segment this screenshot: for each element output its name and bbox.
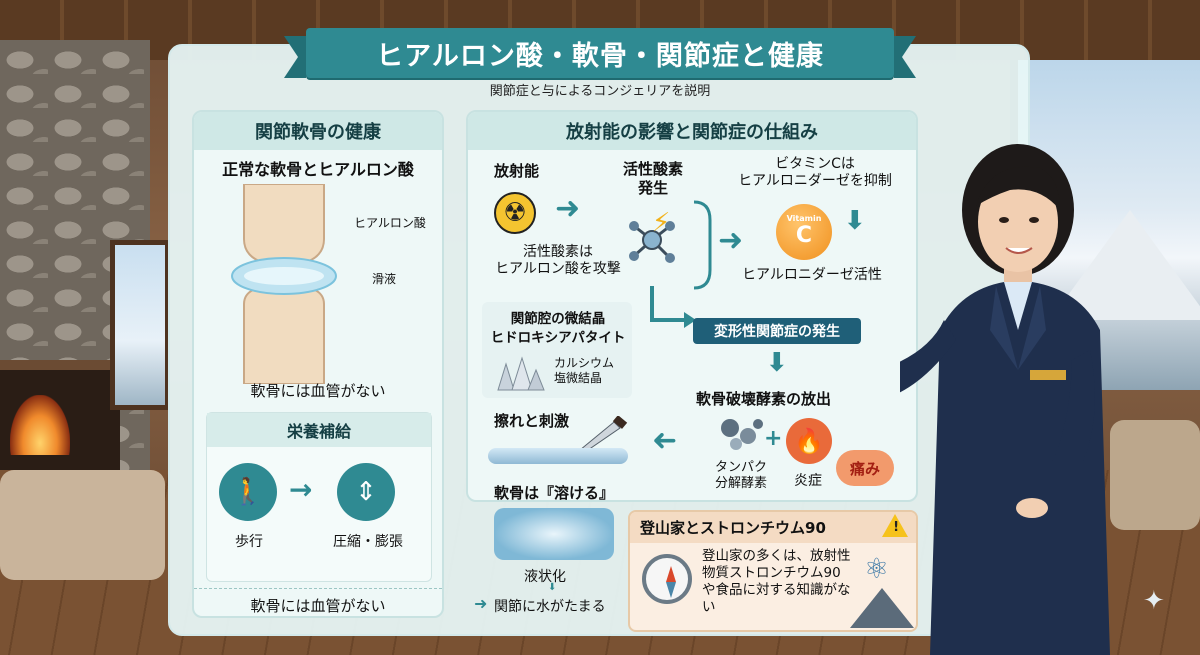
ros-attack-text: 活性酸素は ヒアルロン酸を攻撃 bbox=[495, 244, 621, 277]
compass-needle-north bbox=[666, 566, 676, 582]
fire bbox=[10, 395, 70, 455]
radiation-icon: ☢ bbox=[494, 192, 536, 234]
liquefy-label: 液状化 bbox=[524, 569, 566, 585]
nutrition-title: 栄養補給 bbox=[207, 413, 431, 447]
cartilage-surface bbox=[488, 448, 628, 464]
joint-effusion-label: 関節に水がたまる bbox=[494, 599, 606, 615]
sofa-right bbox=[1110, 420, 1200, 530]
arrow-down-icon: ⬇ bbox=[548, 582, 557, 593]
pain-bubble: 痛み bbox=[836, 450, 894, 486]
arrow-down-icon: ⬇ bbox=[844, 206, 866, 236]
arrow-right-icon: ➜ bbox=[718, 223, 744, 258]
mountaineer-box-header: 登山家とストロンチウム90 ! bbox=[630, 512, 916, 543]
arrow-down-icon: ⬇ bbox=[766, 348, 788, 378]
walking-icon: 🚶 bbox=[219, 463, 277, 521]
page-title: ヒアルロン酸・軟骨・関節症と健康 bbox=[376, 40, 824, 72]
radioactivity-label: 放射能 bbox=[494, 162, 540, 180]
vitamin-c-letter: C bbox=[795, 223, 813, 248]
label-synovial-fluid: 滑液 bbox=[372, 272, 397, 286]
microcrystal-title: 関節腔の微結晶 ヒドロキシアパタイト bbox=[490, 311, 626, 346]
sofa-left bbox=[0, 470, 165, 580]
mountaineer-text: 登山家の多くは、放射性物質ストロンチウム90や食品に対する知識がない bbox=[702, 548, 851, 615]
compress-icon: ⇕ bbox=[337, 463, 395, 521]
compass-icon bbox=[642, 554, 692, 604]
osteoarthritis-onset-label: 変形性関節症の発生 bbox=[714, 324, 840, 340]
atom-icon: ⚛ bbox=[864, 552, 890, 585]
vitamin-c-note: ビタミンCは ヒアルロニダーゼを抑制 bbox=[738, 156, 892, 189]
normal-cartilage-heading: 正常な軟骨とヒアルロン酸 bbox=[222, 160, 414, 179]
arrow-right-icon: → bbox=[289, 473, 313, 506]
vitamin-c-icon: Vitamin C bbox=[776, 204, 832, 260]
osteoarthritis-onset-box: 変形性関節症の発生 bbox=[693, 318, 861, 344]
protease-icon bbox=[721, 419, 763, 450]
warning-icon bbox=[882, 514, 908, 537]
window-left bbox=[110, 240, 170, 410]
title-banner: ヒアルロン酸・軟骨・関節症と健康 bbox=[284, 28, 916, 78]
knee-joint-illustration bbox=[231, 184, 337, 384]
page-subtitle: 関節症と与によるコンジェリアを説明 bbox=[489, 84, 711, 99]
friction-label: 擦れと刺激 bbox=[494, 412, 570, 430]
enzyme-release-label: 軟骨破壊酵素の放出 bbox=[696, 390, 832, 408]
inflammation-label: 炎症 bbox=[794, 473, 822, 489]
nutrition-box: 栄養補給 🚶 → ⇕ 歩行 圧縮・膨張 bbox=[206, 412, 432, 582]
cartilage-panel-title: 関節軟骨の健康 bbox=[194, 112, 442, 150]
liquefied-cartilage bbox=[494, 508, 614, 560]
no-blood-vessel-note-bottom: 軟骨には血管がない bbox=[194, 588, 442, 616]
fire-icon: 🔥 bbox=[786, 418, 832, 464]
ros-generation-label: 活性酸素 発生 bbox=[622, 160, 683, 197]
arrow-left-icon: ➜ bbox=[652, 423, 678, 458]
compass-needle-south bbox=[666, 582, 676, 598]
mechanism-panel-title: 放射能の影響と関節症の仕組み bbox=[468, 112, 916, 150]
molecule-icon bbox=[629, 221, 675, 263]
cartilage-health-panel: 関節軟骨の健康 正常な軟骨とヒアルロン酸 ヒアルロン酸 滑液 軟骨には血管がない… bbox=[192, 110, 444, 618]
mountaineer-strontium-box: 登山家とストロンチウム90 ! 登山家の多くは、放射性物質ストロンチウム90や食… bbox=[628, 510, 918, 632]
presenter-illustration bbox=[900, 144, 1110, 655]
bracket-connector bbox=[693, 200, 712, 290]
plus-icon: + bbox=[764, 426, 783, 451]
pain-label: 痛み bbox=[849, 459, 880, 478]
warning-mark: ! bbox=[893, 520, 899, 535]
cartilage-melts-label: 軟骨は『溶ける』 bbox=[494, 484, 615, 502]
compress-label: 圧縮・膨張 bbox=[333, 534, 403, 550]
flow-arrow bbox=[650, 286, 696, 328]
mountain-icon bbox=[850, 588, 914, 628]
label-hyaluronic-acid: ヒアルロン酸 bbox=[354, 216, 426, 230]
hyaluronidase-activity: ヒアルロニダーゼ活性 bbox=[742, 267, 882, 283]
mountaineer-box-title: 登山家とストロンチウム90 bbox=[640, 519, 826, 537]
arrow-right-icon: ➜ bbox=[555, 191, 581, 226]
sparkle-icon: ✦ bbox=[1143, 586, 1165, 616]
no-blood-vessel-note-top: 軟骨には血管がない bbox=[250, 382, 386, 400]
lightning-icon: ⚡ bbox=[652, 208, 671, 238]
protease-label: タンパク 分解酵素 bbox=[714, 460, 767, 491]
crystal-icon bbox=[497, 356, 545, 391]
vitamin-c-icon-text: Vitamin bbox=[786, 214, 822, 223]
arrow-right-icon: ➜ bbox=[474, 594, 488, 613]
microcrystal-box: 関節腔の微結晶 ヒドロキシアパタイト カルシウム 塩微結晶 bbox=[482, 302, 632, 398]
walk-label: 歩行 bbox=[235, 534, 263, 550]
crystal-caption: カルシウム 塩微結晶 bbox=[554, 356, 615, 385]
knife-icon bbox=[578, 416, 628, 451]
